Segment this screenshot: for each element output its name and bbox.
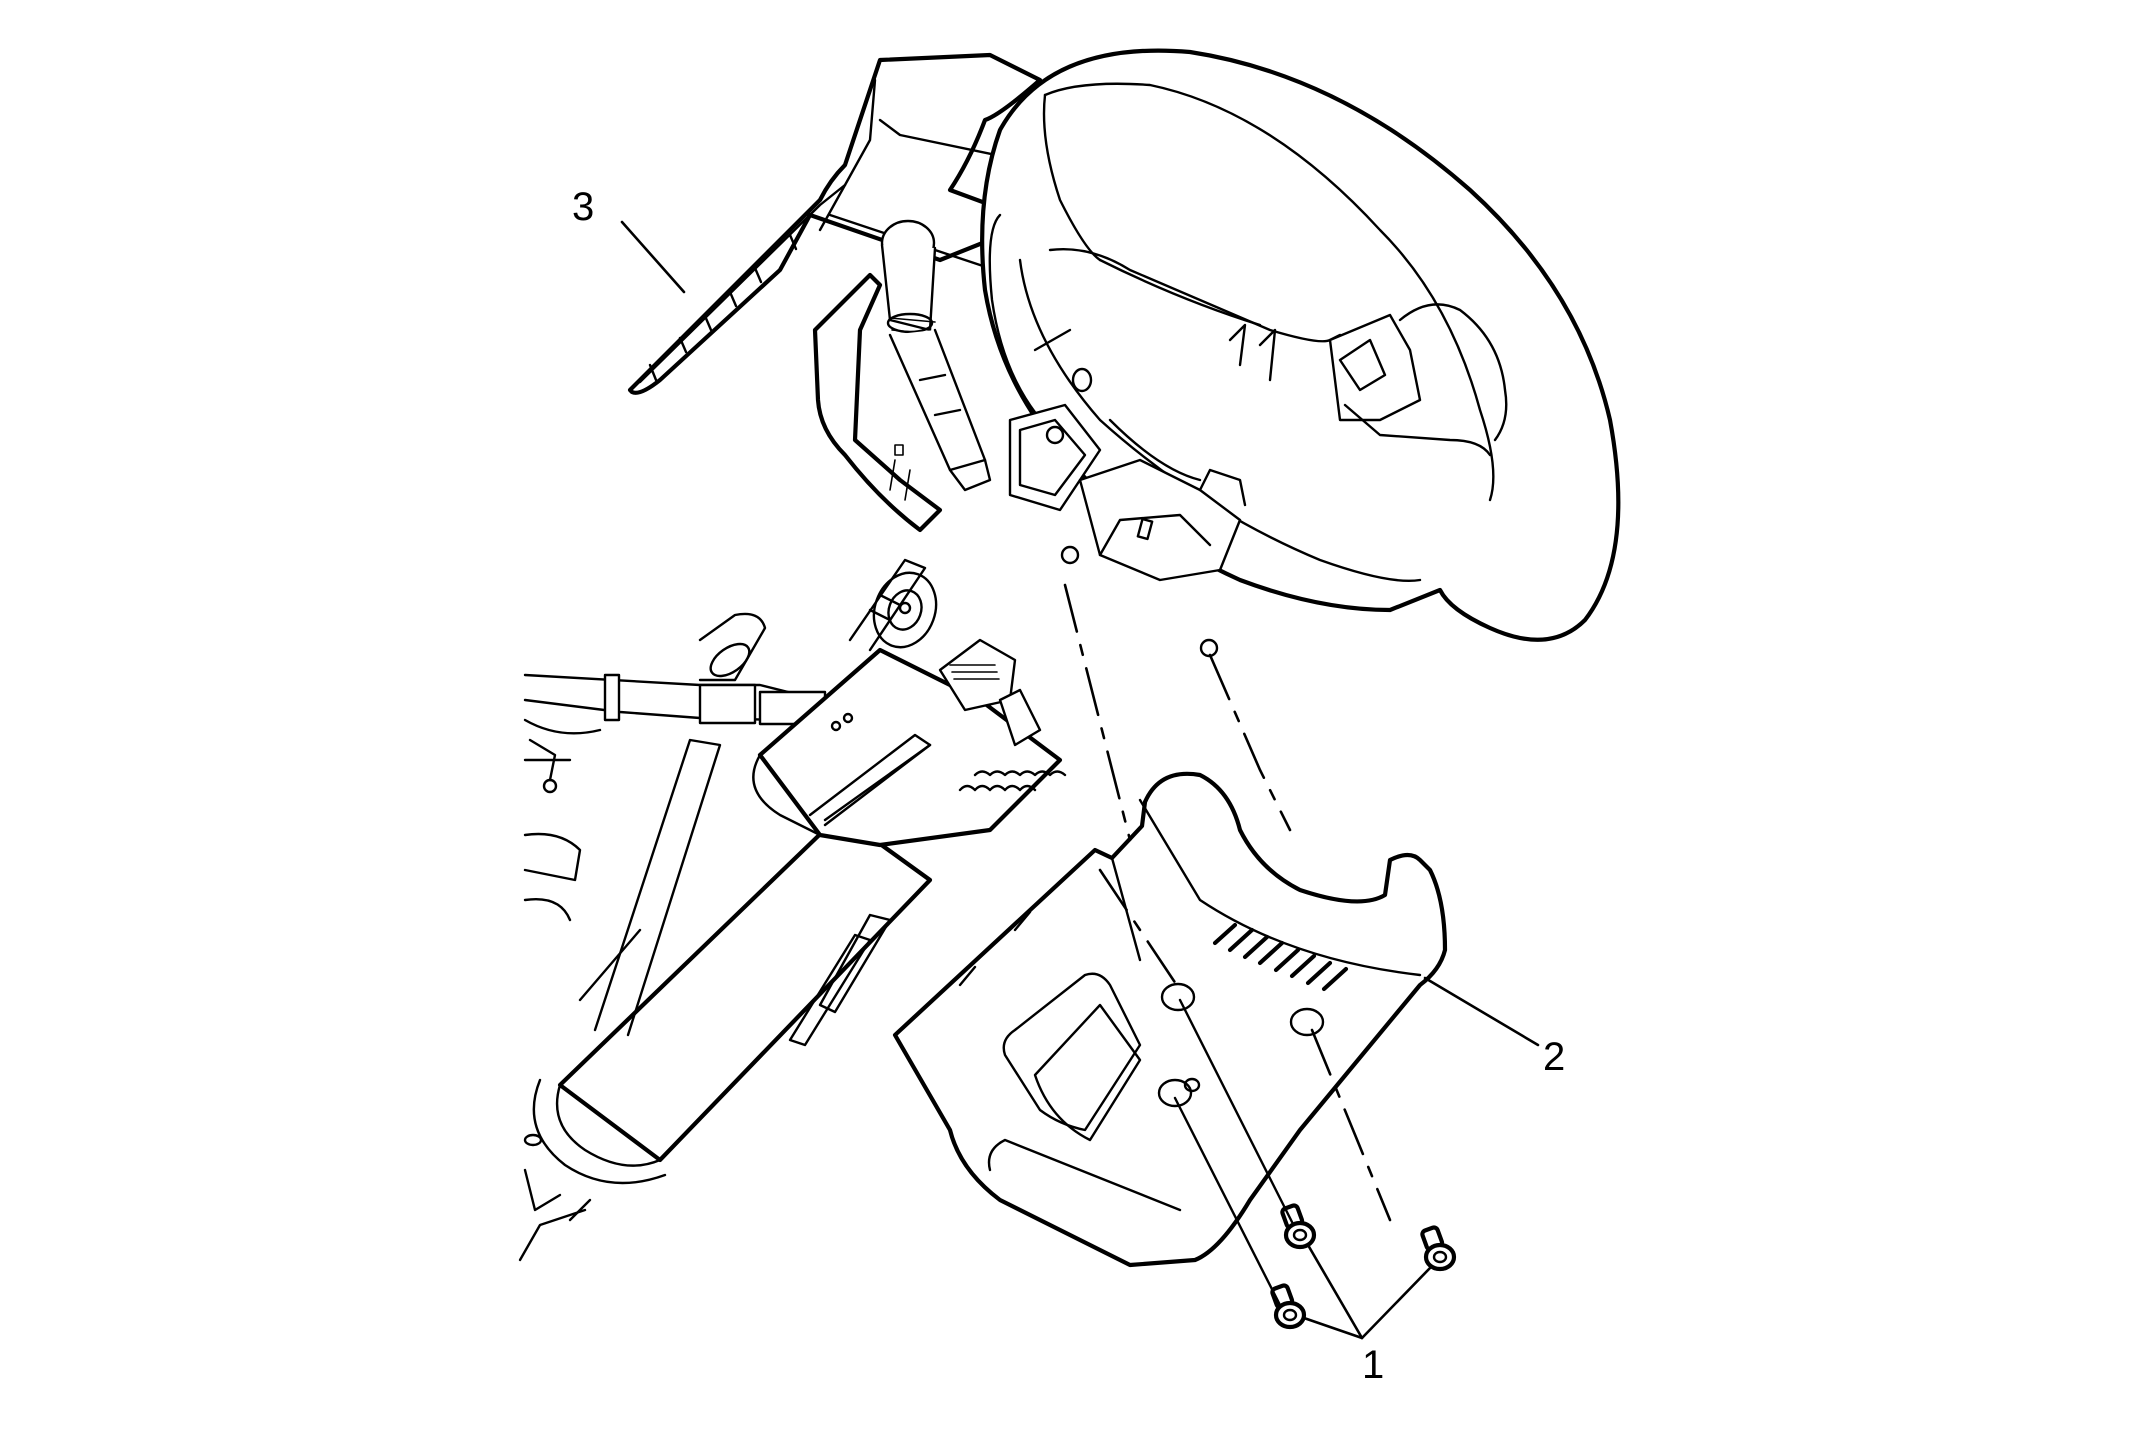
callout-label-3: 3 — [572, 185, 595, 229]
vent-slots — [1212, 922, 1349, 992]
wiring-harness — [523, 612, 832, 794]
column-housing — [752, 558, 1067, 848]
screw-1 — [1280, 1203, 1317, 1250]
leader-2 — [1423, 976, 1540, 1047]
screws — [1270, 1203, 1457, 1330]
leader-1b — [1306, 1243, 1364, 1340]
tilt-lever — [788, 913, 892, 1047]
leader-1a — [1302, 1316, 1364, 1340]
assembly-centerlines — [1063, 583, 1392, 1307]
leader-1c — [1360, 1266, 1432, 1340]
multifunction-stalk — [880, 219, 992, 492]
callout-leaders — [620, 220, 1540, 1340]
screw-3 — [1420, 1225, 1457, 1272]
leader-3 — [620, 220, 686, 294]
steering-column-tube — [518, 738, 933, 1262]
screw-2 — [1270, 1283, 1307, 1330]
callout-label-1: 1 — [1362, 1343, 1385, 1387]
callout-label-2: 2 — [1543, 1035, 1566, 1079]
clockspring-switch-assembly — [1008, 403, 1247, 658]
lower-trim-cover — [892, 771, 1448, 1268]
